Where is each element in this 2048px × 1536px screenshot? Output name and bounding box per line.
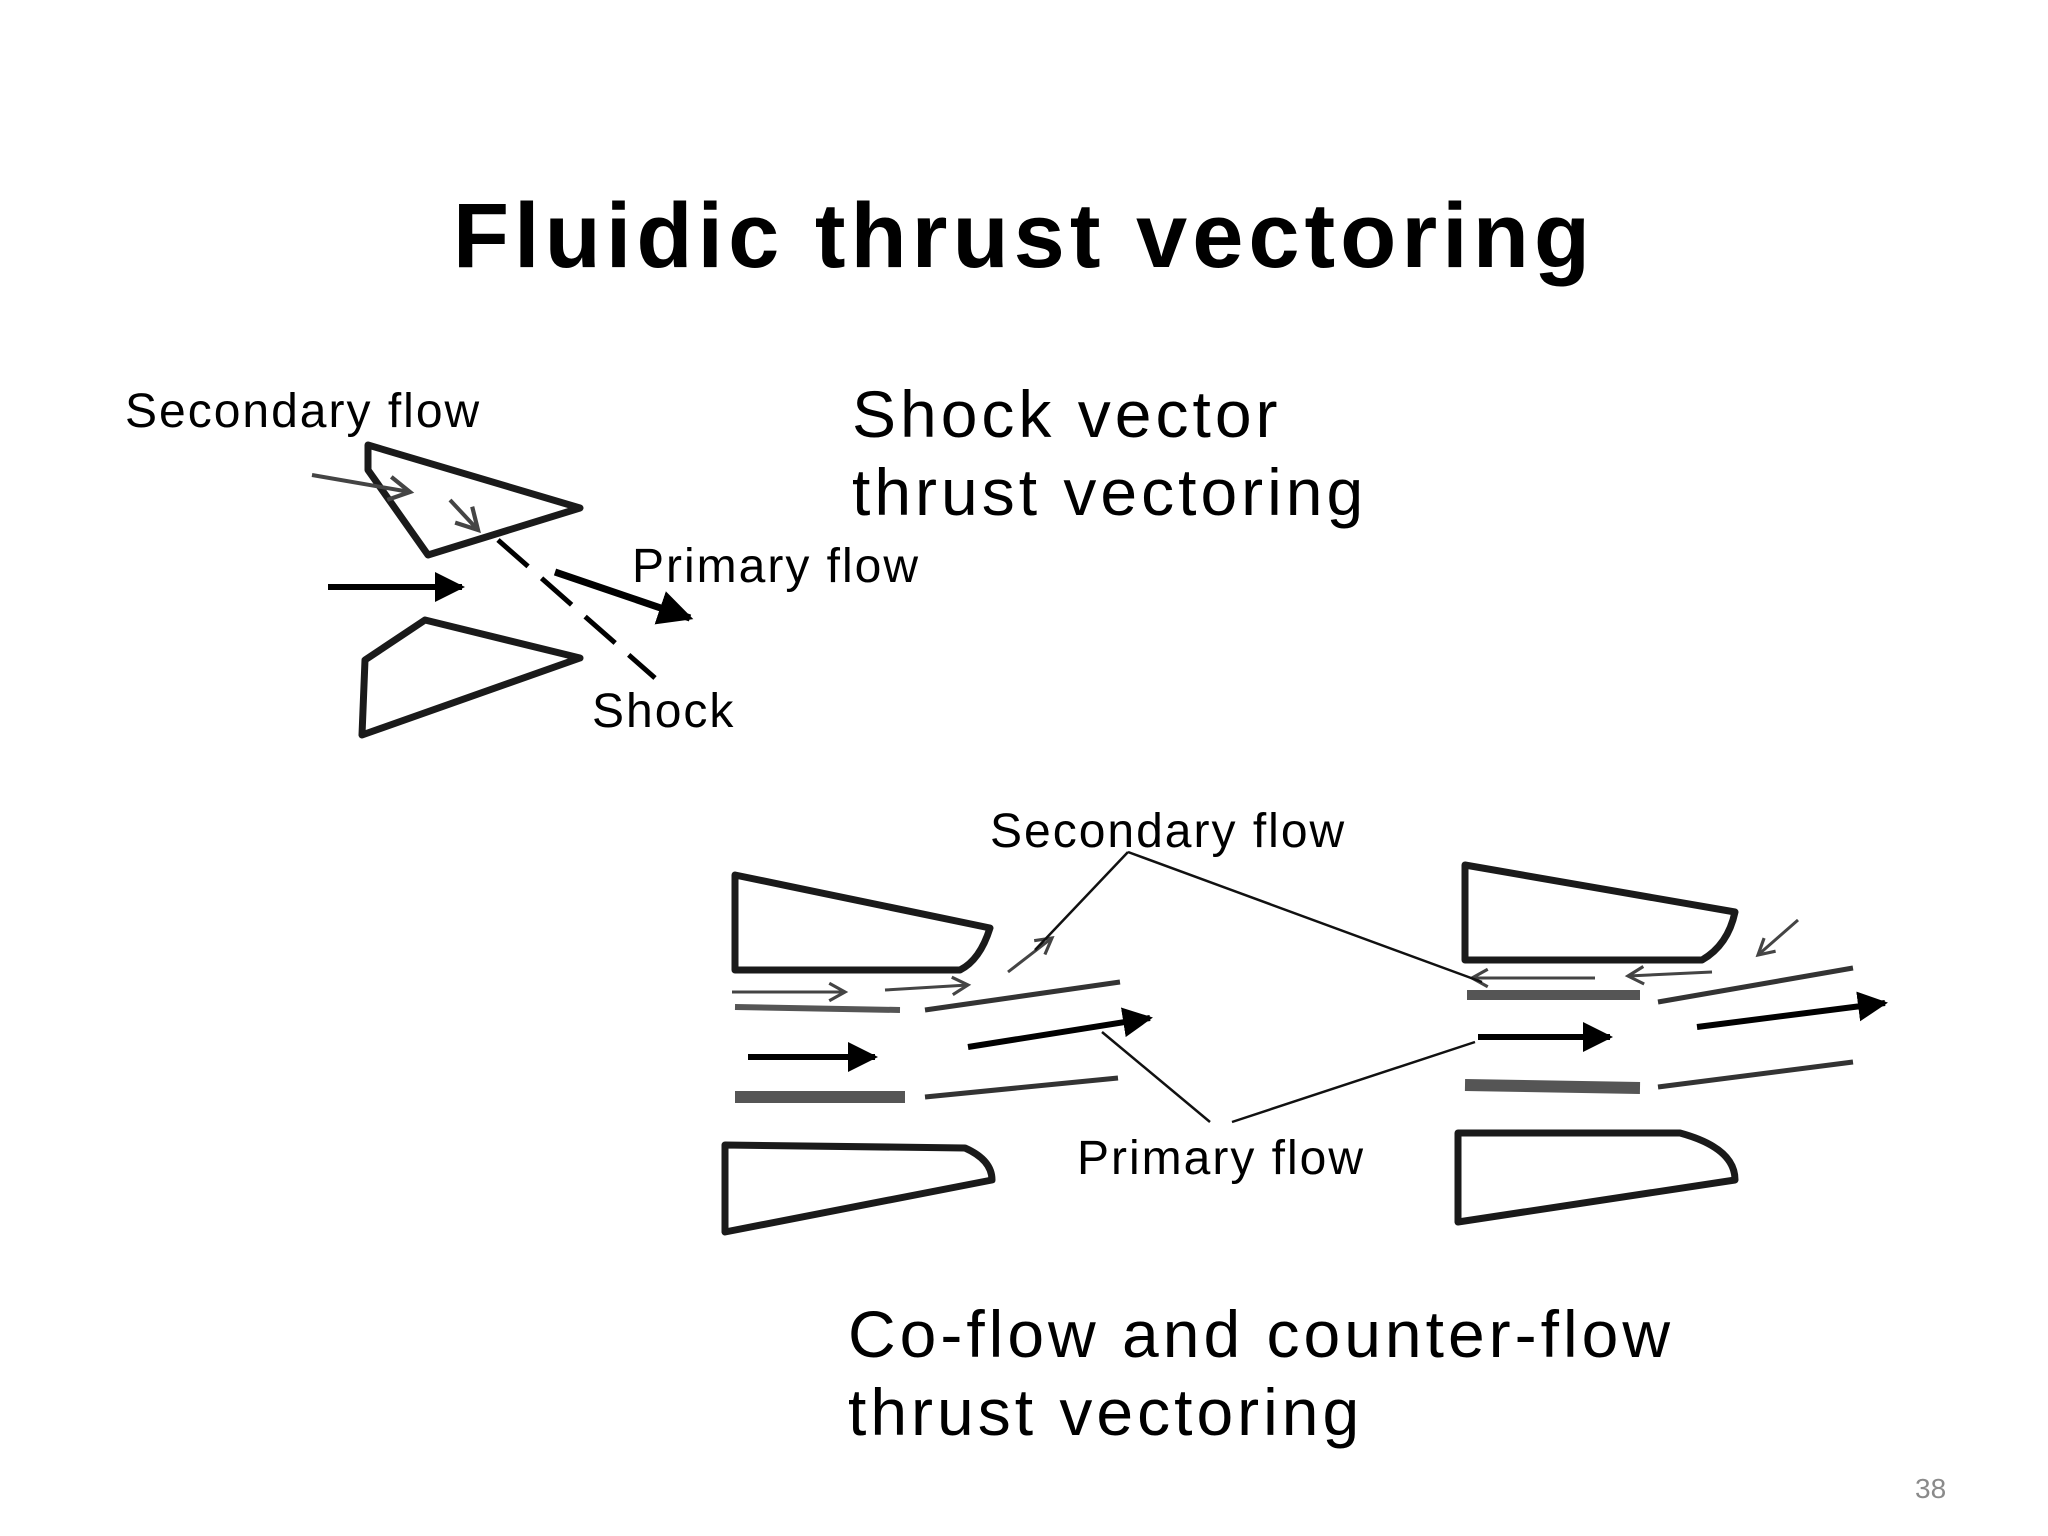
counter-flow-suction-arrow-2	[1624, 965, 1713, 986]
co-counter-secondary-flow-label: Secondary flow	[990, 805, 1347, 858]
counter-flow-upper-wall	[1461, 861, 1739, 964]
primary-flow-label: Primary flow	[632, 540, 921, 593]
co-counter-flow-heading-line2: thrust vectoring	[848, 1375, 1364, 1449]
upper-nozzle-wall	[364, 441, 584, 559]
counter-flow-diagram	[1454, 861, 1888, 1226]
co-flow-lower-flap	[924, 1075, 1119, 1100]
slide-title: Fluidic thrust vectoring	[452, 185, 1596, 287]
counter-flow-upper-flap	[1657, 965, 1854, 1005]
deflected-primary-flow-arrow	[553, 568, 694, 625]
shock-vector-diagram	[311, 441, 694, 739]
co-counter-primary-flow-label: Primary flow	[1077, 1132, 1366, 1185]
secondary-leader-counter-flow	[1127, 850, 1483, 984]
primary-leader-counter-flow	[1231, 1040, 1476, 1124]
co-flow-diagram	[721, 871, 1153, 1236]
secondary-flow-label: Secondary flow	[125, 385, 482, 438]
shock-vector-heading-line1: Shock vector	[852, 377, 1282, 451]
counter-flow-lower-wall	[1454, 1129, 1739, 1226]
shock-vector-heading-line2: thrust vectoring	[852, 455, 1368, 529]
lower-nozzle-wall	[358, 616, 584, 739]
counter-flow-lower-slot	[1464, 1079, 1641, 1094]
shock-vector-heading: Shock vector thrust vectoring	[852, 375, 1367, 531]
co-flow-secondary-arrow-2	[884, 975, 972, 997]
secondary-injection-arrow	[448, 498, 481, 534]
shock-label: Shock	[592, 685, 736, 738]
co-flow-vectored-primary-arrow	[967, 1007, 1153, 1050]
counter-flow-vectored-primary-arrow	[1696, 991, 1888, 1030]
co-flow-upper-slot	[734, 1004, 901, 1013]
co-flow-secondary-arrow-3	[1007, 936, 1055, 974]
page-number: 38	[1915, 1473, 1947, 1504]
primary-leader-co-flow	[1101, 1031, 1211, 1123]
counter-flow-lower-flap	[1657, 1059, 1854, 1090]
secondary-leader-co-flow	[1034, 851, 1129, 951]
co-flow-upper-flap	[924, 979, 1121, 1013]
leader-lines	[1034, 850, 1483, 1124]
co-flow-lower-wall	[721, 1141, 996, 1236]
counter-flow-suction-arrow-1	[1755, 918, 1799, 958]
co-counter-flow-heading: Co-flow and counter-flow thrust vectorin…	[848, 1295, 1674, 1451]
secondary-flow-arrow	[311, 473, 415, 502]
co-counter-flow-heading-line1: Co-flow and counter-flow	[848, 1297, 1674, 1371]
co-flow-upper-wall	[731, 871, 994, 974]
shock-line	[496, 538, 657, 680]
